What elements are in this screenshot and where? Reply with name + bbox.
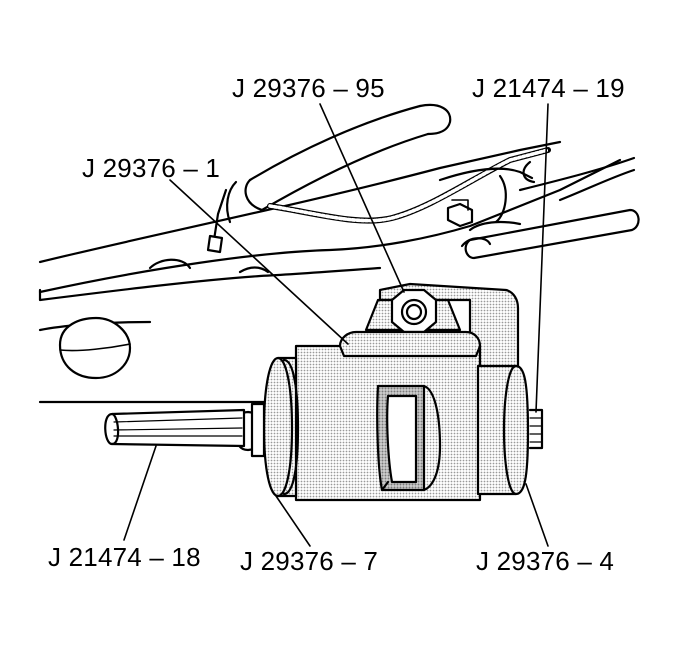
leader-j21474-18 (123, 445, 157, 541)
leader-j29376-7 (275, 495, 311, 547)
upper-bracket (438, 160, 640, 260)
coiled-harness (267, 147, 551, 224)
hex-bolt (390, 288, 438, 334)
cable-tube (206, 103, 452, 254)
leader-lines (123, 103, 549, 547)
tool-body (262, 330, 530, 502)
callout-j29376-95: J 29376 – 95 (232, 73, 385, 103)
callout-j21474-19: J 21474 – 19 (472, 73, 625, 103)
spline-shaft (104, 402, 266, 458)
callout-j21474-18: J 21474 – 18 (48, 542, 201, 572)
callout-j29376-7: J 29376 – 7 (240, 546, 379, 576)
leader-j29376-1 (169, 179, 349, 345)
frame-hole (58, 316, 132, 380)
callout-j29376-4: J 29376 – 4 (476, 546, 615, 576)
callout-j29376-1: J 29376 – 1 (82, 153, 221, 183)
leader-j29376-95 (319, 103, 405, 293)
leader-j29376-4 (525, 483, 549, 547)
right-stud (528, 408, 544, 450)
leader-j21474-19 (535, 103, 549, 413)
